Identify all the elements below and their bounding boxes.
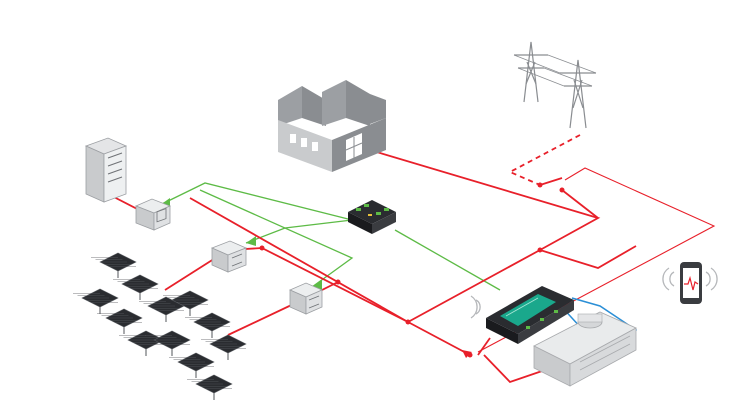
transmission-tower-icon <box>513 41 597 129</box>
solar-panel-icon <box>145 330 191 356</box>
solar-panel-icon <box>163 290 209 316</box>
power-line-bus-to-controller <box>539 245 637 269</box>
solar-panel-icon <box>201 334 247 360</box>
smartphone-monitoring-icon <box>680 262 702 304</box>
solar-panel-array-icon <box>73 252 247 400</box>
signal-line-io-to-controller <box>394 229 501 291</box>
pv-inverter-icon-2 <box>210 240 248 273</box>
solar-panel-icon <box>113 274 159 300</box>
pv-inverter-icon-1 <box>134 198 172 231</box>
io-controller-module-icon <box>348 200 396 234</box>
power-line-phone-link <box>477 167 716 353</box>
signal-line-io-to-inverter-1 <box>159 182 353 221</box>
factory-building-icon <box>278 80 386 172</box>
power-line-to-genset-breaker <box>407 321 471 356</box>
power-line-inverter-2-to-bus <box>261 247 409 323</box>
green-arrowheads <box>160 198 322 290</box>
wireless-signal-icon-controller <box>470 295 481 319</box>
solar-panel-icon <box>119 330 165 356</box>
solar-panel-icon <box>97 308 143 334</box>
power-line-to-generator <box>483 354 546 384</box>
solar-panel-icon <box>73 288 119 314</box>
solar-panel-icon <box>91 252 137 278</box>
electrical-cabinet-icon <box>84 137 128 203</box>
solar-panel-icon <box>169 352 215 378</box>
diesel-generator-icon <box>533 311 637 387</box>
grid-dashed-line <box>507 134 581 186</box>
grid-breaker <box>537 177 565 193</box>
genset-breaker <box>462 337 491 358</box>
wireless-signal-icon-phone <box>662 267 718 291</box>
power-line-grid-feeder <box>561 189 599 219</box>
junction-dots <box>259 245 543 325</box>
solar-panel-icon <box>185 312 231 338</box>
controller-display-icon <box>486 286 574 344</box>
solar-panel-icon <box>187 374 233 400</box>
green-signal-lines <box>159 182 501 291</box>
signal-line-io-to-inverter-3 <box>199 189 354 288</box>
pv-inverter-icon-3 <box>289 282 323 315</box>
